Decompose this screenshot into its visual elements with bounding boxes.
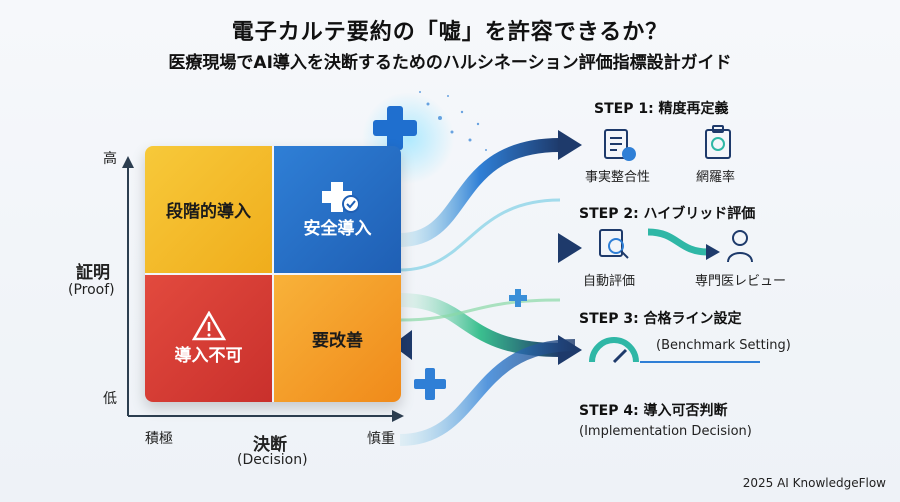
y-axis-high-label: 高 — [103, 151, 117, 167]
decision-matrix: 段階的導入 安全導入 導入不可 要改善 — [145, 146, 401, 402]
quadrant-label: 導入不可 — [174, 346, 243, 366]
plus-check-icon — [321, 182, 359, 213]
step2-item-auto: 自動評価 — [583, 274, 636, 289]
step1-item-coverage: 網羅率 — [696, 170, 736, 185]
merge-arrow-icon — [647, 228, 720, 260]
step2-title: STEP 2: ハイブリッド評価 — [579, 206, 756, 222]
y-axis-arrow — [122, 156, 134, 168]
step3-item-benchmark: (Benchmark Setting) — [656, 338, 791, 353]
x-axis-left-label: 積極 — [145, 431, 173, 447]
plus-icon-medium — [414, 368, 446, 400]
quadrant-safe-adoption: 安全導入 — [274, 146, 401, 273]
y-axis-title-en: (Proof) — [68, 282, 115, 298]
step4-title: STEP 4: 導入可否判断 — [579, 403, 728, 419]
document-check-icon — [604, 129, 636, 161]
page-title: 電子カルテ要約の「嘘」を許容できるか？ — [231, 20, 669, 45]
warning-icon — [191, 311, 226, 341]
flow-arrow-step1 — [399, 138, 561, 247]
magnifier-icon — [599, 229, 629, 259]
plus-icon-burst — [373, 106, 417, 150]
quadrant-not-adoptable: 導入不可 — [145, 275, 272, 402]
flow-arrow-step4 — [399, 339, 576, 446]
step3-title: STEP 3: 合格ライン設定 — [579, 311, 742, 327]
x-axis-arrow — [392, 410, 404, 422]
step1-item-factual: 事実整合性 — [585, 170, 651, 185]
quadrant-label: 要改善 — [312, 331, 363, 351]
flow-line-thin — [399, 298, 561, 322]
arrowhead-step2 — [558, 233, 582, 263]
flow-line-thin — [399, 198, 561, 272]
arrowhead-back — [392, 330, 412, 360]
doctor-icon — [727, 230, 753, 263]
x-axis-right-label: 慎重 — [367, 431, 395, 447]
clipboard-check-icon — [705, 125, 731, 159]
page-subtitle: 医療現場でAI導入を決断するためのハルシネーション評価指標設計ガイド — [168, 53, 732, 73]
gauge-icon — [589, 337, 639, 364]
step1-title: STEP 1: 精度再定義 — [594, 101, 729, 117]
arrowhead-step1 — [558, 130, 582, 160]
quadrant-gradual-adoption: 段階的導入 — [145, 146, 272, 273]
x-axis-title-en: (Decision) — [237, 452, 308, 468]
sparkles — [419, 91, 487, 151]
quadrant-needs-improvement: 要改善 — [274, 275, 401, 402]
y-axis-title: 証明 — [76, 263, 110, 283]
y-axis-low-label: 低 — [103, 391, 117, 407]
step2-item-doctor: 専門医レビュー — [695, 274, 787, 289]
step4-item-decision: (Implementation Decision) — [579, 424, 752, 439]
plus-icon-small — [509, 289, 527, 307]
footer-credit: 2025 AI KnowledgeFlow — [742, 476, 886, 490]
x-axis-title: 決断 — [253, 435, 287, 455]
quadrant-label: 段階的導入 — [166, 202, 251, 222]
quadrant-label: 安全導入 — [303, 219, 372, 239]
